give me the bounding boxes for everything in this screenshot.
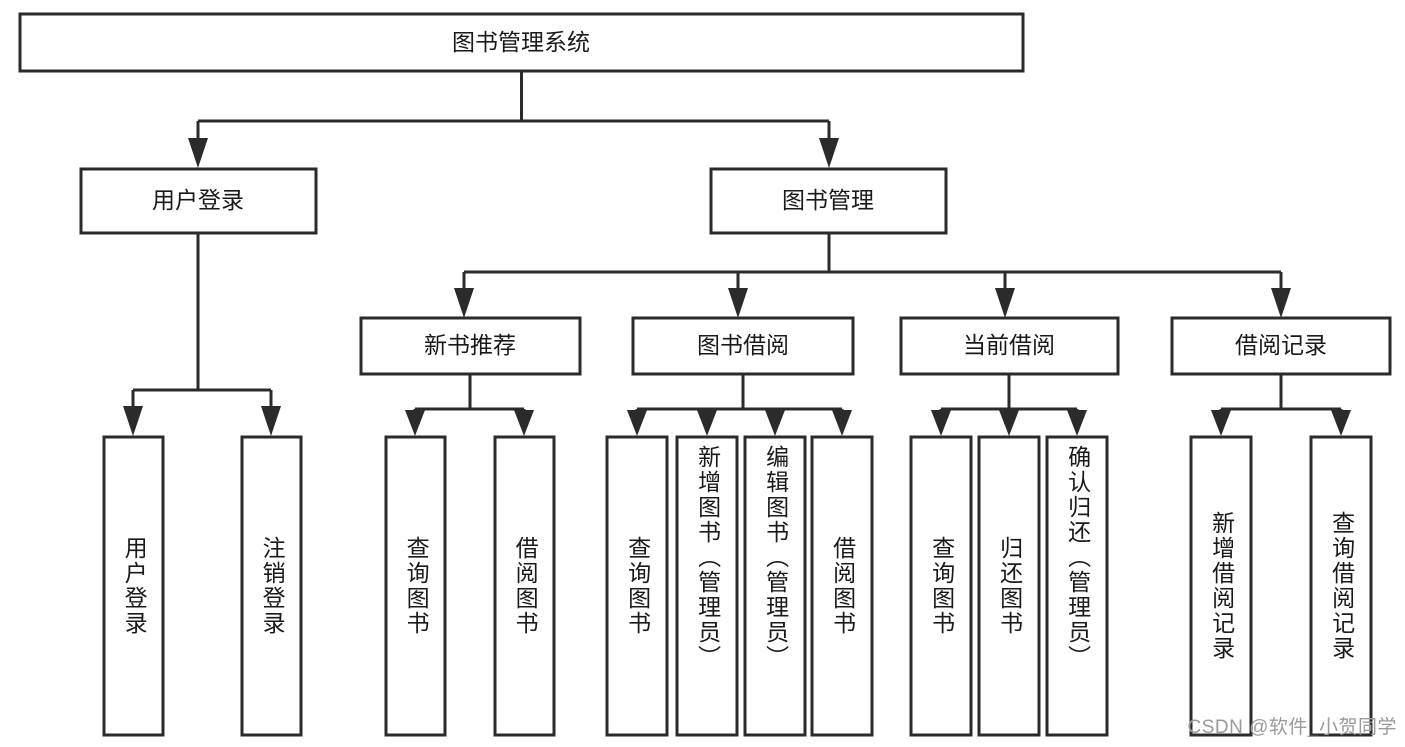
node-box-borrow-record[interactable]: [1170, 316, 1392, 376]
node-label-borrow-record: 借阅记录: [1235, 332, 1327, 358]
node-book-manage[interactable]: 图书管理: [709, 167, 948, 235]
leaf-box-current-borrow-3[interactable]: [1045, 435, 1109, 737]
leaf-box-current-borrow-2[interactable]: [977, 435, 1041, 737]
node-label-book-manage: 图书管理: [782, 187, 874, 213]
connector-group-book-borrow: [627, 374, 852, 436]
node-label-root: 图书管理系统: [452, 29, 590, 55]
node-current-borrow[interactable]: 当前借阅: [899, 316, 1120, 376]
leaf-box-book-borrow-1[interactable]: [605, 435, 669, 737]
leaf-box-book-borrow-3[interactable]: [743, 435, 807, 737]
arrow-head-bb-leaf-4: [832, 410, 852, 436]
arrow-head-nb-leaf-2: [514, 410, 534, 436]
arrow-head-bb-leaf-3: [765, 410, 785, 436]
leaf-box-book-borrow-4[interactable]: [810, 435, 874, 737]
arrow-head-to-new-book: [454, 288, 474, 318]
leaf-group-new-book: [384, 435, 556, 737]
connector-group-user-login: [123, 233, 281, 436]
arrow-head-ul-leaf-1: [123, 406, 143, 436]
arrow-head-to-book-borrow: [728, 288, 748, 318]
node-box-book-manage[interactable]: [709, 167, 948, 235]
node-label-new-book-recommend: 新书推荐: [424, 332, 516, 358]
arrow-head-cb-leaf-1: [931, 410, 951, 436]
arrow-head-br-leaf-2: [1331, 410, 1351, 436]
leaf-box-current-borrow-1[interactable]: [909, 435, 973, 737]
watermark-text: CSDN @软件_小贺同学: [1187, 717, 1397, 738]
node-box-new-book-recommend[interactable]: [359, 316, 582, 376]
node-book-borrow[interactable]: 图书借阅: [631, 316, 855, 376]
connector-group-new-book: [405, 374, 534, 436]
arrow-head-nb-leaf-1: [405, 410, 425, 436]
node-new-book-recommend[interactable]: 新书推荐: [359, 316, 582, 376]
leaf-group-book-borrow: [605, 435, 874, 737]
node-root[interactable]: 图书管理系统: [18, 12, 1025, 73]
node-label-current-borrow: 当前借阅: [963, 332, 1055, 358]
leaf-group-current-borrow: [909, 435, 1109, 737]
arrow-head-cb-leaf-3: [1067, 410, 1087, 436]
leaf-box-borrow-record-2[interactable]: [1309, 435, 1373, 737]
node-box-root[interactable]: [18, 12, 1025, 73]
arrow-head-br-leaf-1: [1211, 410, 1231, 436]
arrow-head-to-borrow-record: [1271, 288, 1291, 318]
leaf-box-book-borrow-2[interactable]: [675, 435, 739, 737]
leaf-group-user-login: [102, 435, 303, 737]
arrow-head-ul-leaf-2: [261, 406, 281, 436]
connector-group-current-borrow: [931, 374, 1087, 436]
node-box-user-login[interactable]: [79, 167, 318, 235]
arrow-head-to-user-login: [188, 138, 208, 168]
leaf-box-user-login-1[interactable]: [102, 435, 165, 737]
node-label-book-borrow: 图书借阅: [697, 332, 789, 358]
node-box-current-borrow[interactable]: [899, 316, 1120, 376]
leaf-box-borrow-record-1[interactable]: [1189, 435, 1253, 737]
leaf-box-new-book-1[interactable]: [384, 435, 447, 737]
arrow-head-to-book-manage: [819, 138, 839, 168]
leaf-box-new-book-2[interactable]: [493, 435, 556, 737]
arrow-head-cb-leaf-2: [999, 410, 1019, 436]
node-user-login[interactable]: 用户登录: [79, 167, 318, 235]
leaf-box-user-login-2[interactable]: [240, 435, 303, 737]
node-borrow-record[interactable]: 借阅记录: [1170, 316, 1392, 376]
arrow-head-to-current-borrow: [995, 288, 1015, 318]
connector-group-borrow-record: [1211, 374, 1351, 436]
arrow-head-bb-leaf-1: [627, 410, 647, 436]
node-box-book-borrow[interactable]: [631, 316, 855, 376]
connector-group-book-manage: [454, 233, 1291, 318]
leaf-group-borrow-record: [1189, 435, 1373, 737]
node-label-user-login: 用户登录: [152, 187, 244, 213]
connector-group-root: [188, 71, 839, 168]
arrow-head-bb-leaf-2: [697, 410, 717, 436]
